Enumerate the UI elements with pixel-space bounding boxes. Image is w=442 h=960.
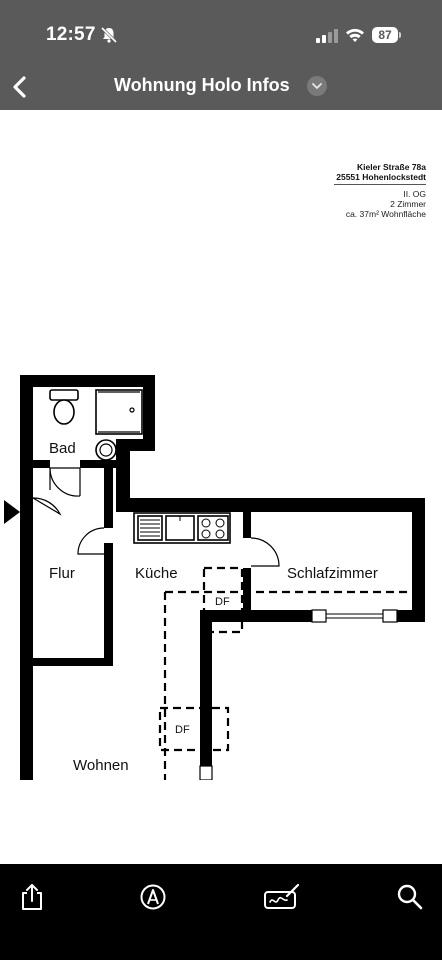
battery-icon: 87 — [372, 27, 401, 43]
rooms-info: 2 Zimmer — [390, 199, 426, 209]
status-bar: 12:57 87 — [0, 0, 442, 66]
wifi-icon — [346, 28, 364, 42]
nav-bar: Wohnung Holo Infos — [0, 66, 442, 110]
bottom-toolbar — [0, 864, 442, 960]
room-label-bad: Bad — [49, 440, 76, 457]
back-chevron-icon[interactable] — [8, 72, 34, 102]
room-label-kueche: Küche — [135, 565, 178, 582]
markup-icon[interactable] — [139, 882, 167, 912]
search-icon[interactable] — [396, 882, 424, 912]
room-label-flur: Flur — [49, 565, 75, 582]
address-block: Kieler Straße 78a 25551 Hohenlockstedt I… — [334, 162, 426, 219]
title-menu-button[interactable] — [307, 76, 327, 96]
bell-slash-icon — [100, 26, 118, 44]
nav-title[interactable]: Wohnung Holo Infos — [114, 75, 290, 95]
signal-icon — [316, 29, 338, 43]
floor-info: II. OG — [403, 189, 426, 199]
share-icon[interactable] — [18, 882, 46, 912]
battery-tip — [399, 32, 401, 38]
address-divider — [334, 184, 426, 185]
room-label-schlafzimmer: Schlafzimmer — [287, 565, 378, 582]
signature-icon[interactable] — [263, 882, 301, 912]
room-label-wohnen: Wohnen — [73, 757, 129, 774]
document-view[interactable]: Kieler Straße 78a 25551 Hohenlockstedt I… — [0, 110, 442, 864]
df-label-living: DF — [175, 724, 190, 736]
area-info: ca. 37m² Wohnfläche — [345, 209, 426, 219]
floor-plan: Bad Flur Küche Schlafzimmer Wohnen DF DF — [4, 375, 425, 780]
chevron-down-icon — [312, 83, 322, 89]
status-time: 12:57 — [46, 24, 96, 45]
df-label-kitchen: DF — [215, 596, 230, 608]
battery-level: 87 — [372, 27, 398, 43]
address-street: Kieler Straße 78a — [357, 162, 426, 172]
address-city: 25551 Hohenlockstedt — [336, 172, 426, 182]
